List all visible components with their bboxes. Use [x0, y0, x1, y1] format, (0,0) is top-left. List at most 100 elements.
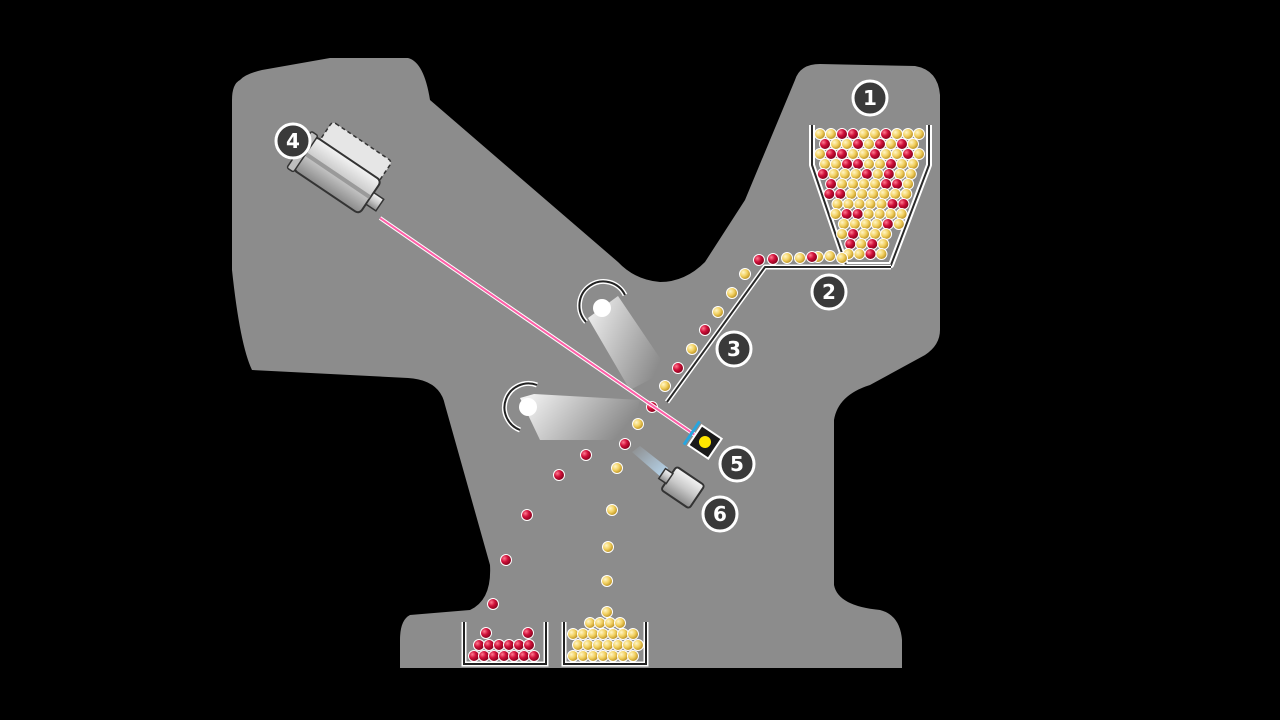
yellow-grain — [902, 128, 914, 140]
yellow-grain — [889, 188, 902, 200]
red-grain — [851, 208, 864, 220]
feeder-plate-line-inner — [666, 266, 891, 403]
yellow-grain — [853, 248, 866, 260]
yellow-grain — [607, 628, 619, 640]
label-badge-hopper: 1 — [851, 79, 889, 117]
yellow-grain — [659, 380, 671, 392]
red-grain — [767, 253, 779, 265]
red-grain — [806, 251, 818, 263]
red-grain — [860, 168, 873, 180]
yellow-grain — [858, 178, 871, 190]
label-badge-detector: 5 — [718, 445, 756, 483]
yellow-grain — [602, 639, 614, 651]
badge-circle — [718, 445, 756, 483]
yellow-grain — [878, 188, 891, 200]
yellow-grain — [602, 541, 614, 553]
yellow-grain — [874, 158, 886, 170]
yellow-grain — [781, 252, 793, 264]
yellow-grain — [849, 168, 862, 180]
air-nozzle-icon — [657, 466, 705, 509]
yellow-grain — [836, 252, 848, 264]
yellow-grain — [814, 128, 826, 140]
yellow-grain — [896, 158, 908, 170]
red-grain — [819, 138, 831, 150]
yellow-grain — [837, 218, 850, 230]
yellow-grain — [592, 639, 604, 651]
yellow-grain — [827, 168, 840, 180]
yellow-grain — [900, 188, 913, 200]
badge-text: 4 — [286, 129, 300, 153]
red-grain — [553, 469, 565, 481]
yellow-grain — [567, 628, 579, 640]
accept-bin-wall-inner — [563, 622, 647, 665]
accept-bin — [561, 622, 649, 667]
yellow-grain — [869, 128, 881, 140]
red-grain — [487, 598, 499, 610]
yellow-grain — [831, 198, 844, 210]
badge-text: 2 — [822, 280, 836, 304]
yellow-grain — [577, 628, 589, 640]
red-grain — [699, 324, 711, 336]
yellow-grain — [577, 650, 589, 662]
yellow-grain — [855, 238, 868, 250]
yellow-grain — [884, 208, 897, 220]
yellow-grain — [880, 148, 892, 160]
red-grain — [483, 639, 495, 651]
red-grain — [882, 168, 895, 180]
yellow-grain — [864, 198, 877, 210]
air-puff — [632, 446, 668, 478]
laser-housing-rib — [302, 151, 372, 200]
yellow-grain — [875, 198, 888, 210]
yellow-grain — [858, 128, 870, 140]
red-grain — [885, 158, 897, 170]
red-grain — [498, 650, 510, 662]
yellow-grain — [582, 639, 594, 651]
red-grain — [753, 254, 765, 266]
yellow-grain — [907, 158, 919, 170]
yellow-grain — [892, 218, 905, 230]
yellow-grain — [877, 238, 890, 250]
yellow-grain — [594, 617, 606, 629]
yellow-grain — [567, 650, 579, 662]
red-grain — [468, 650, 480, 662]
yellow-grain — [617, 628, 629, 640]
yellow-grain — [814, 148, 826, 160]
yellow-grain — [875, 248, 888, 260]
red-grain — [897, 198, 910, 210]
yellow-grain — [617, 650, 629, 662]
yellow-grain — [611, 462, 623, 474]
laser-line — [379, 217, 696, 436]
label-badge-chute: 3 — [715, 330, 753, 368]
lamp-reflector-inner — [503, 382, 538, 431]
laser-beam — [378, 216, 697, 437]
lamp-icon — [576, 278, 628, 324]
yellow-grain — [597, 628, 609, 640]
red-grain — [836, 128, 848, 140]
red-grain — [847, 228, 860, 240]
yellow-grain — [895, 208, 908, 220]
yellow-grain — [893, 168, 906, 180]
reject-bin — [461, 622, 549, 667]
badge-text: 5 — [730, 452, 744, 476]
yellow-grain — [859, 218, 872, 230]
yellow-grain — [904, 168, 917, 180]
hopper-grains — [814, 128, 925, 260]
yellow-grain — [891, 128, 903, 140]
badge-circle — [810, 273, 848, 311]
yellow-grain — [604, 617, 616, 629]
yellow-grain — [584, 617, 596, 629]
yellow-grain — [830, 138, 842, 150]
label-badge-laser-source: 4 — [274, 122, 312, 160]
yellow-grain — [726, 287, 738, 299]
lamp-bulb — [519, 398, 537, 416]
machine-body — [232, 58, 940, 668]
red-grain — [513, 639, 525, 651]
red-grain — [891, 178, 904, 190]
yellow-grain — [686, 343, 698, 355]
yellow-grain — [891, 148, 903, 160]
red-grain — [825, 178, 838, 190]
yellow-grain — [863, 158, 875, 170]
yellow-grain — [863, 138, 875, 150]
yellow-grain — [838, 168, 851, 180]
yellow-grain — [845, 188, 858, 200]
